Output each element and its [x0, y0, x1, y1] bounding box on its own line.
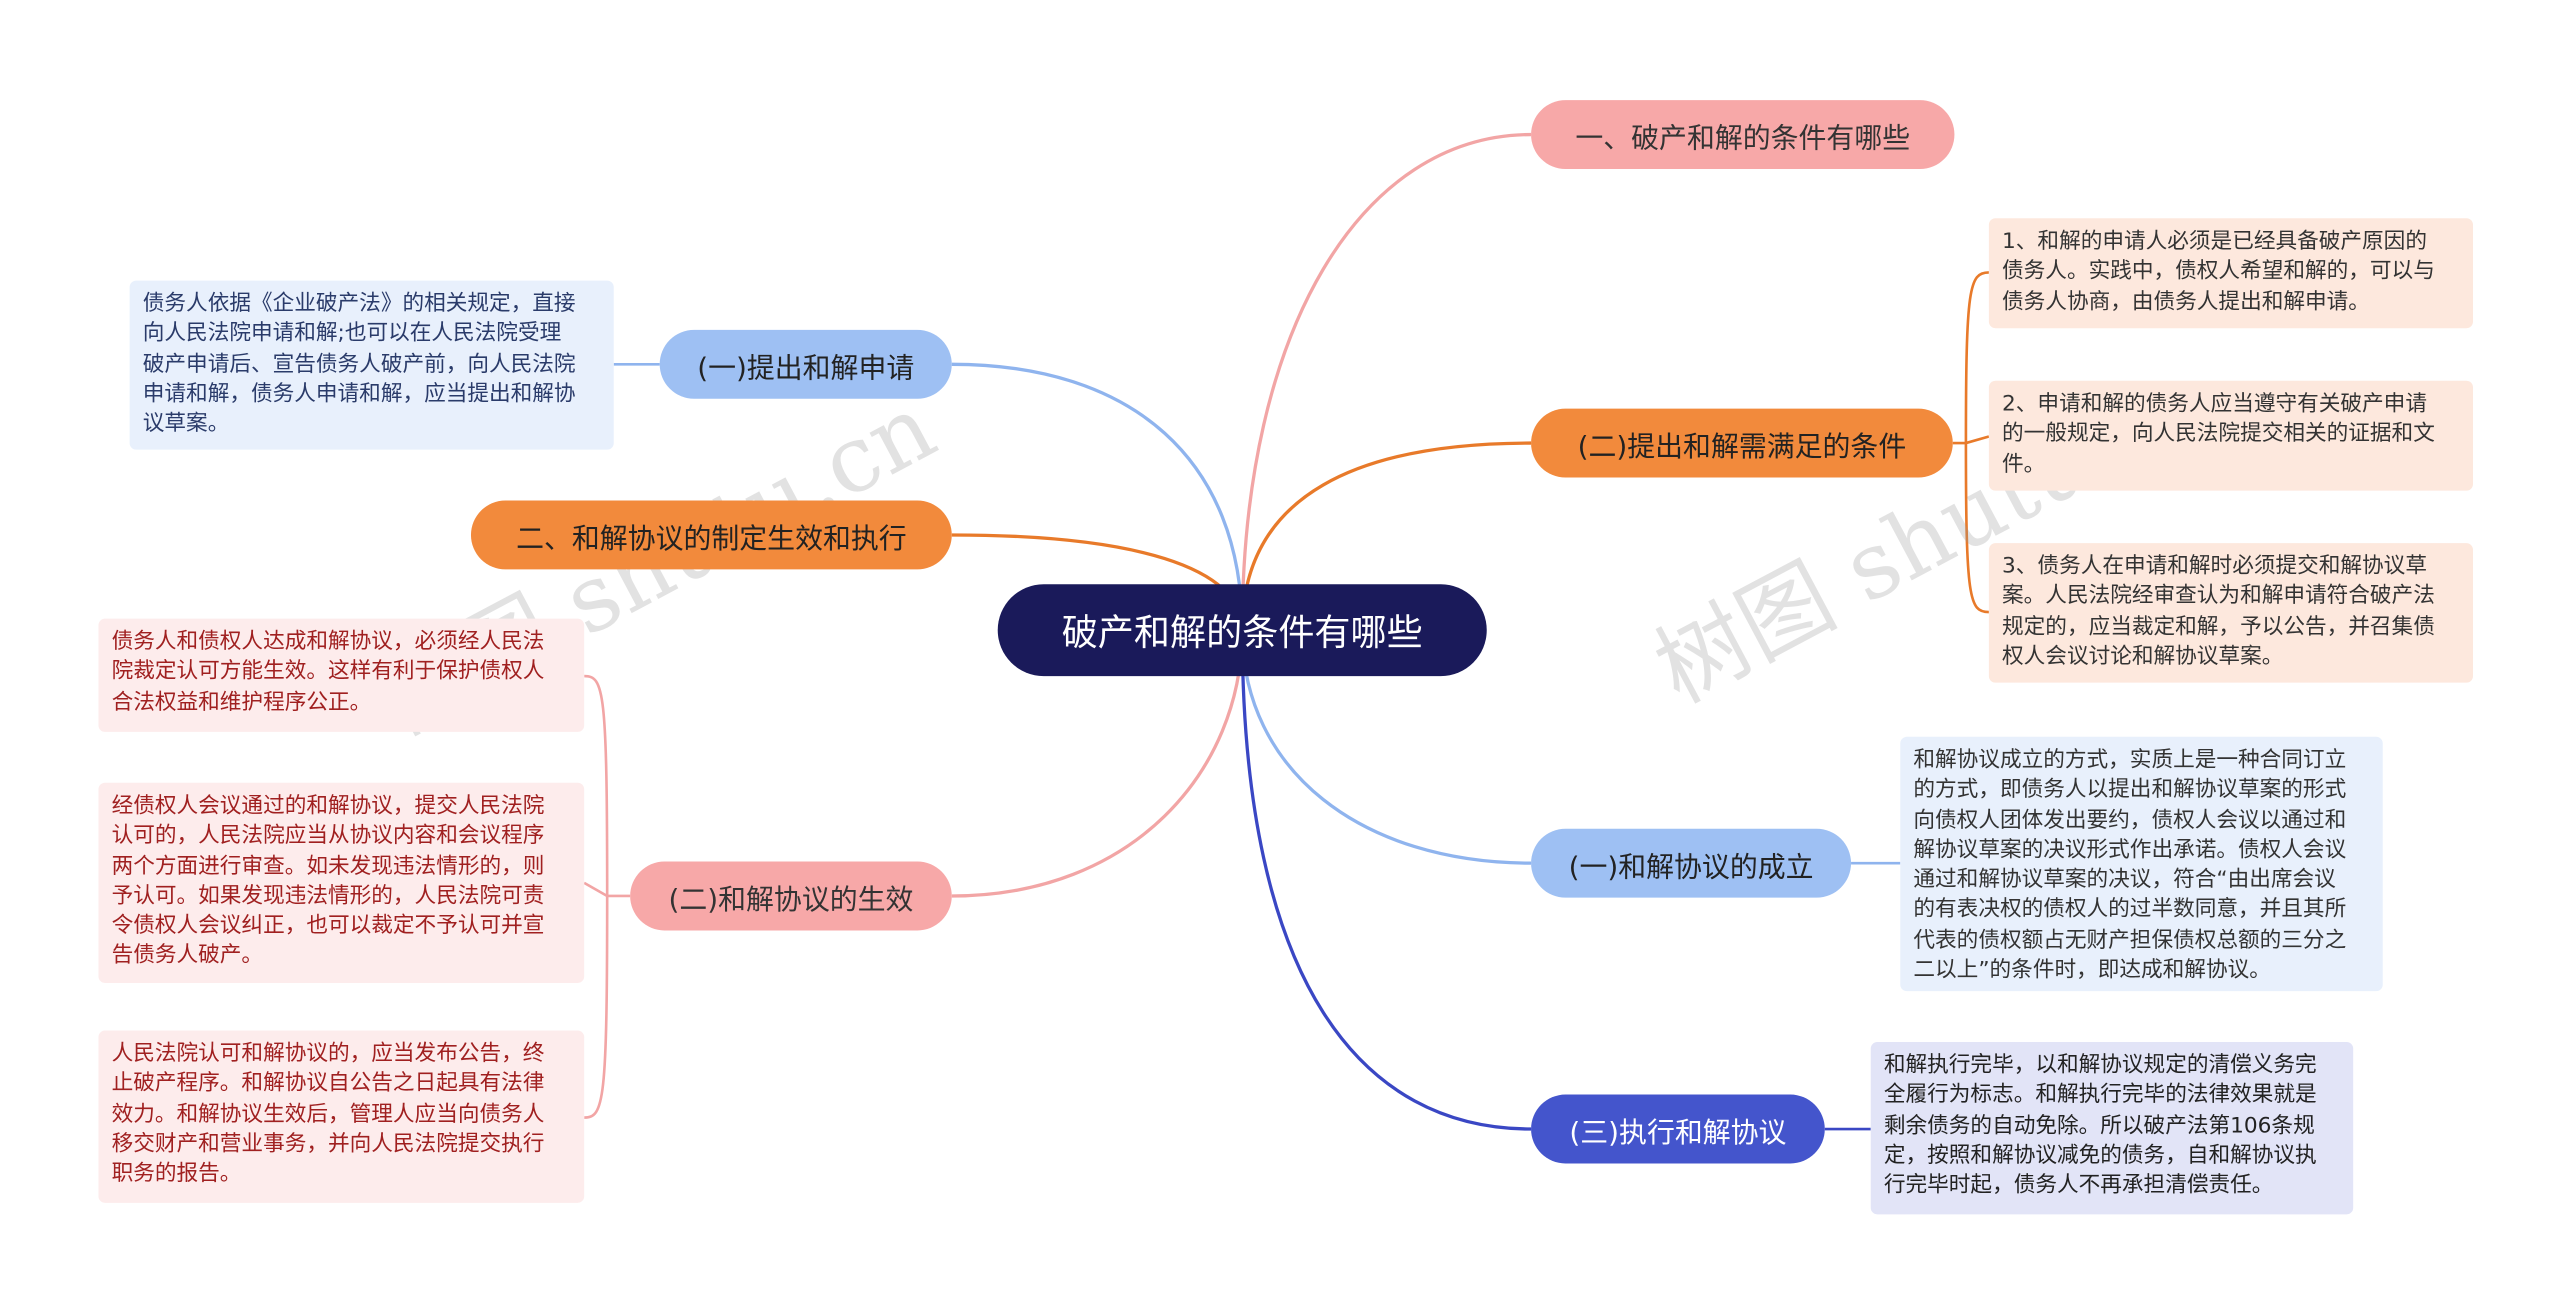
- branch-agreement-formation[interactable]: (一)和解协议的成立: [1531, 828, 1852, 898]
- leaf-application-detail: 债务人依据《企业破产法》的相关规定，直接 向人民法院申请和解;也可以在人民法院受…: [129, 280, 614, 450]
- leaf-draft-submission: 3、债务人在申请和解时必须提交和解协议草 案。人民法院经审查认为和解申请符合破产…: [1988, 543, 2473, 683]
- branch-submit-application[interactable]: (一)提出和解申请: [659, 329, 952, 399]
- branch-apply-conditions[interactable]: (二)提出和解需满足的条件: [1531, 408, 1953, 478]
- branch-agreement-lifecycle[interactable]: 二、和解协议的制定生效和执行: [470, 500, 952, 570]
- leaf-application-rules: 2、申请和解的债务人应当遵守有关破产申请 的一般规定，向人民法院提交相关的证据和…: [1988, 380, 2473, 491]
- leaf-execution-detail: 和解执行完毕，以和解协议规定的清偿义务完 全履行为标志。和解执行完毕的法律效果就…: [1870, 1042, 2354, 1215]
- leaf-court-approval: 债务人和债权人达成和解协议，必须经人民法 院裁定认可方能生效。这样有利于保护债权…: [98, 618, 585, 732]
- link-root-b7: [951, 630, 1244, 898]
- leaf-formation-detail: 和解协议成立的方式，实质上是一种合同订立 的方式，即债务人以提出和解协议草案的形…: [1900, 736, 2383, 992]
- leaf-announcement-effect: 人民法院认可和解协议的，应当发布公告，终 止破产程序。和解协议自公告之日起具有法…: [98, 1030, 585, 1203]
- link-root-b3: [1240, 630, 1532, 865]
- leaf-court-review: 经债权人会议通过的和解协议，提交人民法院 认可的，人民法院应当从协议内容和会议程…: [98, 782, 585, 983]
- branch-conditions-overview[interactable]: 一、破产和解的条件有哪些: [1531, 100, 1955, 170]
- link-root-b4: [1240, 630, 1532, 1131]
- link-root-b2: [1240, 441, 1532, 631]
- branch-agreement-effect[interactable]: (二)和解协议的生效: [630, 861, 952, 931]
- root-topic[interactable]: 破产和解的条件有哪些: [997, 584, 1487, 677]
- link-root-b1: [1240, 132, 1532, 631]
- branch-execute-agreement[interactable]: (三)执行和解协议: [1531, 1094, 1825, 1164]
- link-root-b5: [951, 362, 1244, 631]
- leaf-applicant-condition: 1、和解的申请人必须是已经具备破产原因的 债务人。实践中，债权人希望和解的，可以…: [1988, 218, 2473, 329]
